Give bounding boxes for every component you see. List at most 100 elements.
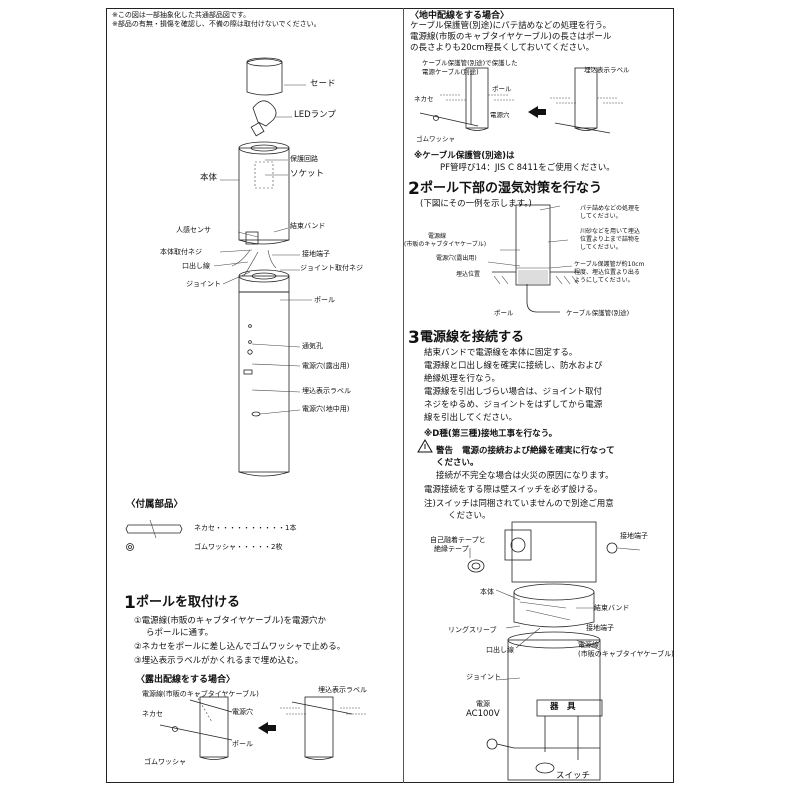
underground-line1: ケーブル保護管(別途)にパテ詰めなどの処理を行う。	[410, 21, 612, 31]
note-line-2: ※部品の有無・損傷を確認し、不備の際は取付けないでください。	[112, 20, 321, 28]
moisture-label-putty1: パテ詰めなどの処理を	[580, 205, 641, 212]
exposed-label-burial: 埋込表示ラベル	[318, 686, 367, 694]
connect-label-tape1: 自己融着テープと	[430, 536, 486, 544]
connect-label-ground2: 接地端子	[586, 624, 614, 632]
exposed-label-pole: ポール	[232, 740, 253, 748]
label-pole: ポール	[314, 296, 335, 304]
connect-label-sleeve: リングスリーブ	[448, 626, 497, 634]
moisture-label-tube1: ケーブル保護管が約10cm	[574, 261, 645, 268]
label-body: 本体	[200, 173, 218, 183]
label-shade: セード	[310, 79, 336, 89]
moisture-label-sand2: 位置より上まで詰物を	[580, 236, 640, 243]
label-cable-tie: 結束バンド	[290, 222, 326, 230]
moisture-label-sand1: 川砂などを用いて埋込	[580, 228, 640, 235]
step2-subtitle: (下図にその一例を示します。)	[420, 199, 532, 209]
step3-line5: ネジをゆるめ、ジョイントをはずしてから電源	[424, 400, 603, 410]
label-led-lamp: LEDランプ	[294, 110, 336, 120]
step3-number: 3	[408, 328, 420, 348]
exposed-title: 〈露出配線をする場合〉	[136, 675, 236, 685]
warning-label: 警告	[436, 446, 454, 456]
step1-line3: ②ネカセをポールに差し込んでゴムワッシャで止める。	[134, 642, 346, 652]
step3-line4: 電源線を引出しづらい場合は、ジョイント取付	[424, 387, 602, 397]
label-vent-hole: 通気孔	[302, 342, 323, 350]
step3-line6: 線を引出してください。	[424, 413, 517, 423]
accessories-title: 〈付属部品〉	[126, 499, 184, 510]
connect-label-body: 本体	[480, 588, 494, 596]
label-body-screw: 本体取付ネジ	[160, 248, 202, 256]
moisture-label-pos: 埋込位置	[456, 271, 481, 278]
moisture-label-pole: ポール	[494, 309, 514, 317]
underground-line3: の長さよりも20cm程長くしておいてください。	[410, 43, 595, 53]
warning-line2: ください。	[436, 458, 479, 468]
connect-label-cable1: 電源線	[578, 641, 599, 649]
moisture-label-tube2: 程度、埋込位置より出る	[574, 269, 640, 276]
connect-label-tape2: 絶縁テープ	[434, 545, 469, 553]
step3-line9: ください。	[448, 511, 491, 521]
note-line-1: ※この図は一部抽象化した共通部品図です。	[112, 11, 251, 19]
underground-label-hole: 電源穴	[490, 111, 510, 119]
underground-label-protect: ケーブル保護管(別途)で保護した	[422, 59, 518, 67]
moisture-drawing	[487, 204, 580, 313]
step1-title: ポールを取付ける	[136, 595, 241, 610]
label-power-hole-exposed: 電源穴(露出用)	[302, 362, 350, 370]
connect-label-joint: ジョイント	[466, 673, 501, 681]
step1-number: 1	[124, 593, 136, 613]
exposed-label-cable: 電源線(市販のキャブタイヤケーブル)	[142, 690, 259, 698]
label-motion-sensor: 人感センサ	[176, 226, 211, 234]
moisture-label-cable1: 電源線	[428, 233, 447, 240]
warning-line1: 電源の接続および絶縁を確実に行なって	[462, 446, 615, 456]
step3-line1: 結束バンドで電源線を本体に固定する。	[424, 348, 578, 358]
pole-drawing	[238, 291, 290, 477]
moisture-label-hole: 電源穴(露出用)	[436, 255, 477, 262]
underground-wiring-drawing	[419, 67, 623, 134]
moisture-label-cable2: (市販のキャブタイヤケーブル)	[404, 241, 487, 248]
exposed-label-nekase: ネカセ	[142, 710, 163, 718]
underground-title: 〈地中配線をする場合〉	[410, 11, 510, 21]
moisture-label-tube: ケーブル保護管(別途)	[566, 309, 630, 317]
step2-number: 2	[408, 179, 420, 199]
step2-title: ポール下部の湿気対策を行なう	[420, 181, 603, 196]
step3-ground-note: ※D種(第三種)接地工事を行なう。	[424, 429, 558, 439]
step1-line2: らポールに通す。	[146, 628, 214, 638]
underground-label-burial: 埋込表示ラベル	[584, 66, 630, 74]
step3-line2: 電源線と口出し線を確実に接続し、防水および	[424, 361, 603, 371]
connect-label-power2: AC100V	[466, 709, 500, 719]
accessory-nekase: ネカセ・・・・・・・・・・1本	[194, 524, 297, 532]
connect-label-tie: 結束バンド	[594, 604, 630, 612]
underground-line2: 電源線(市販のキャブタイヤケーブル)の長さはポール	[410, 32, 612, 42]
underground-label-washer: ゴムワッシャ	[416, 135, 455, 143]
connect-label-device: 器 具	[550, 702, 576, 712]
step3-line3: 絶縁処理を行なう。	[424, 374, 500, 384]
label-lead-wire: 口出し線	[182, 262, 210, 270]
underground-note2: PF管呼び14：JIS C 8411をご使用ください。	[440, 163, 615, 173]
moisture-label-sand3: してください。	[580, 244, 622, 251]
label-joint-screw: ジョイント取付ネジ	[300, 264, 363, 272]
label-socket: ソケット	[290, 169, 325, 179]
step1-line1: ①電源線(市販のキャブタイヤケーブル)を電源穴か	[134, 616, 326, 626]
underground-label-nekase: ネカセ	[414, 95, 434, 103]
exposed-label-hole: 電源穴	[232, 708, 253, 716]
column-divider	[403, 8, 404, 783]
accessory-drawings	[125, 519, 183, 551]
connect-label-switch: スイッチ	[556, 771, 591, 781]
moisture-label-tube3: ようにしてください。	[574, 277, 634, 284]
shade-drawing	[246, 57, 283, 96]
exposed-wiring-drawing	[159, 694, 366, 760]
warning-line3: 接続が不完全な場合は火災の原因になります。	[436, 471, 614, 481]
body-drawing	[238, 141, 290, 245]
connect-label-power1: 電源	[476, 700, 490, 708]
connect-label-ground: 接地端子	[620, 532, 648, 540]
step3-line8: 注)スイッチは同梱されていませんので別途ご用意	[424, 499, 614, 509]
underground-label-protect2: 電源ケーブル(別途)	[422, 68, 479, 76]
step3-line7: 電源接続をする際は壁スイッチを必ず設ける。	[424, 485, 603, 495]
step3-title: 電源線を接続する	[420, 330, 525, 345]
moisture-label-putty2: してください。	[580, 213, 622, 220]
underground-label-pole: ポール	[492, 85, 512, 93]
page-frame	[106, 8, 674, 783]
led-lamp-drawing	[250, 100, 277, 137]
label-protection-circuit: 保護回路	[290, 155, 318, 163]
label-joint: ジョイント	[186, 280, 221, 288]
label-power-hole-underground: 電源穴(地中用)	[302, 405, 350, 413]
underground-note1: ※ケーブル保護管(別途)は	[414, 151, 515, 161]
